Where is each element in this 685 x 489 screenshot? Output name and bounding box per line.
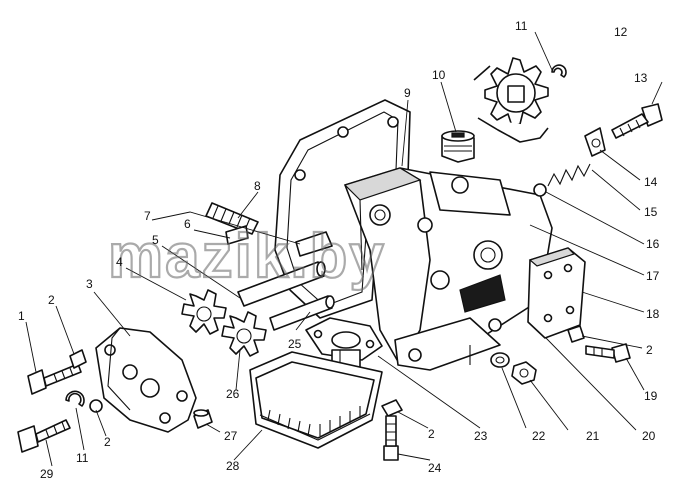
bolt-1 [27, 363, 82, 395]
callout-11: 11 [515, 19, 528, 33]
callout-18: 18 [646, 307, 660, 321]
callout-6: 6 [184, 217, 191, 231]
pump-housing [343, 167, 553, 371]
snap-ring-bottom [65, 390, 103, 413]
callout-26: 26 [226, 387, 240, 401]
callout-12: 12 [614, 25, 628, 39]
callout-16: 16 [646, 237, 660, 251]
washer-2a [69, 349, 87, 369]
callout-29: 29 [40, 467, 54, 481]
callout-28: 28 [226, 459, 240, 473]
drain-plug [441, 130, 475, 163]
washer-2c [381, 399, 403, 417]
callout-9: 9 [404, 86, 411, 100]
drive-sprocket [473, 57, 549, 143]
callout-21: 21 [586, 429, 600, 443]
callout-7: 7 [144, 209, 151, 223]
callout-23: 23 [474, 429, 488, 443]
nut-21 [511, 361, 537, 385]
leader-lines [25, 31, 663, 467]
callout-2: 2 [48, 293, 55, 307]
callout-5: 5 [152, 233, 159, 247]
callout-15: 15 [644, 205, 658, 219]
snap-ring-top [551, 64, 567, 78]
gasket [274, 99, 411, 319]
bolt-19 [585, 343, 631, 363]
callout-2: 2 [646, 343, 653, 357]
driven-gear [221, 311, 267, 357]
callout-25: 25 [288, 337, 302, 351]
drive-gear [181, 289, 227, 335]
callout-13: 13 [634, 71, 648, 85]
callout-22: 22 [532, 429, 546, 443]
callout-2: 2 [428, 427, 435, 441]
callout-4: 4 [116, 255, 123, 269]
washer-2b [567, 325, 585, 343]
callout-17: 17 [646, 269, 660, 283]
callouts: 1 2 3 4 5 6 7 8 9 10 11 12 13 14 15 16 1… [18, 19, 660, 481]
pump-cover [95, 327, 197, 433]
callout-14: 14 [644, 175, 658, 189]
callout-19: 19 [644, 389, 658, 403]
callout-1: 1 [18, 309, 25, 323]
oil-strainer [249, 351, 383, 449]
cover-plate [527, 247, 586, 339]
callout-11: 11 [76, 451, 89, 465]
lock-washer [584, 127, 606, 157]
watermark: mazik.by [108, 222, 386, 291]
intake-flange [305, 317, 383, 361]
callout-3: 3 [86, 277, 93, 291]
callout-27: 27 [224, 429, 238, 443]
bushing-27 [193, 409, 213, 429]
callout-2: 2 [104, 435, 111, 449]
adjusting-bolt [611, 103, 663, 139]
callout-10: 10 [432, 68, 446, 82]
bolt-29 [17, 419, 71, 453]
callout-8: 8 [254, 179, 261, 193]
gear-shafts [225, 225, 335, 331]
bolt-24 [383, 415, 399, 461]
callout-20: 20 [642, 429, 656, 443]
relief-spring [533, 163, 591, 197]
callout-24: 24 [428, 461, 442, 475]
washer-22 [490, 352, 510, 368]
